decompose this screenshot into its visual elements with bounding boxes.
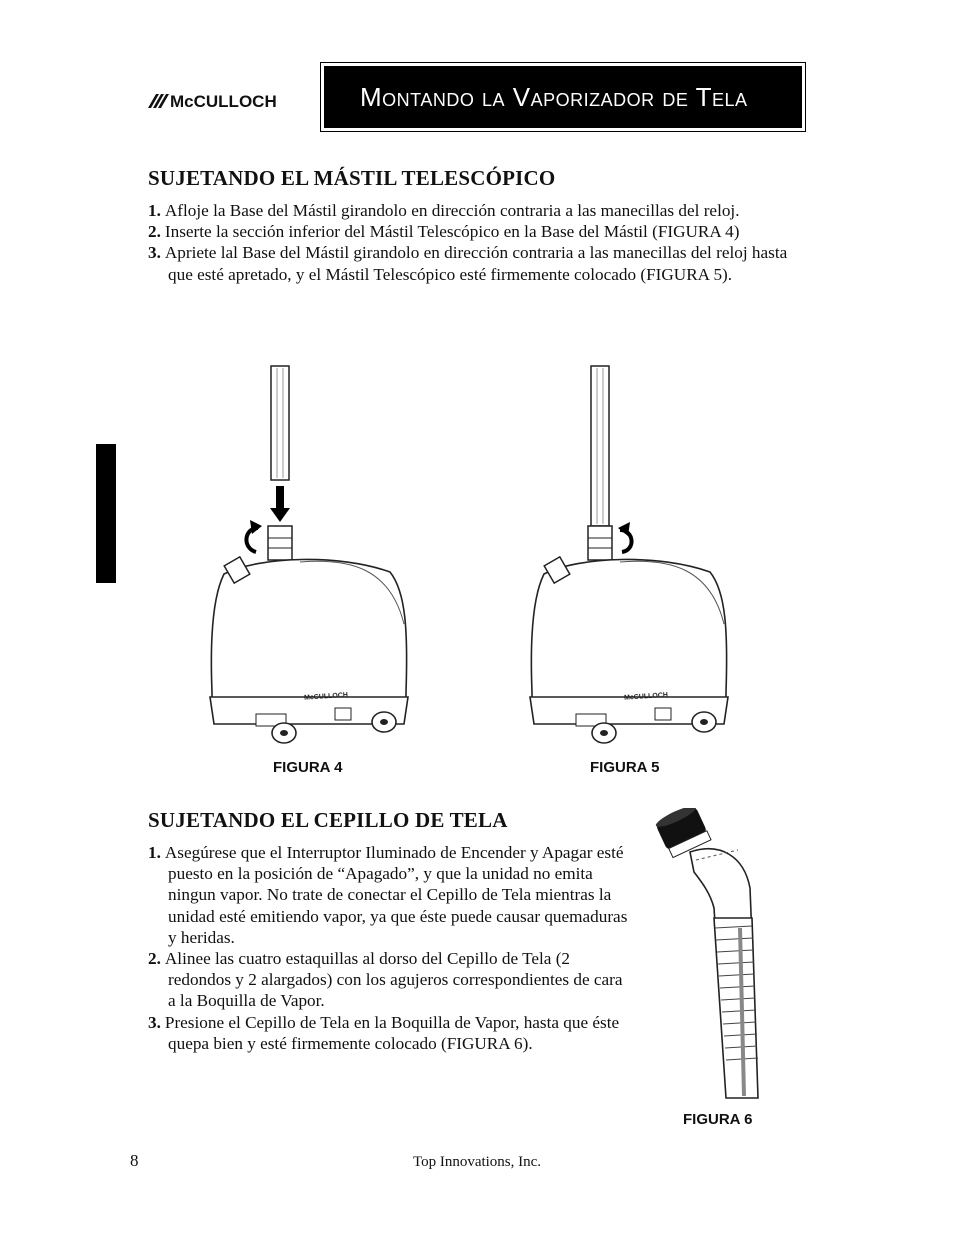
- list-item: 3.Apriete lal Base del Mástil girandolo …: [148, 243, 788, 284]
- page-title: Montando la Vaporizador de Tela: [324, 66, 802, 128]
- logo-mark-icon: McCULLOCH: [148, 92, 277, 111]
- section-heading-telescopic-mast: SUJETANDO EL MÁSTIL TELESCÓPICO: [148, 166, 556, 190]
- title-frame: Montando la Vaporizador de Tela: [320, 62, 806, 132]
- unit-brand-label: McCULLOCH: [624, 692, 668, 702]
- list-item: 1.Asegúrese que el Interruptor Iluminado…: [148, 843, 628, 947]
- list-item: 3.Presione el Cepillo de Tela en la Boqu…: [148, 1012, 620, 1053]
- figure-6-illustration: [640, 806, 770, 1100]
- figure-5-caption: FIGURA 5: [590, 759, 660, 776]
- figure-6-caption: FIGURA 6: [683, 1111, 753, 1128]
- mcculloch-logo: McCULLOCH: [148, 86, 310, 112]
- mast-steps-list: 1.Afloje la Base del Mástil girandolo en…: [148, 200, 793, 285]
- footer-company: Top Innovations, Inc.: [412, 1154, 542, 1170]
- page-number: 8: [130, 1151, 139, 1170]
- figure-4-illustration: McCULLOCH: [200, 362, 430, 752]
- list-item: 2.Alinee las cuatro estaquillas al dorso…: [148, 949, 623, 1011]
- figure-5-illustration: McCULLOCH: [520, 362, 750, 752]
- list-item: 2.Inserte la sección inferior del Mástil…: [148, 222, 740, 242]
- list-item: 1.Afloje la Base del Mástil girandolo en…: [148, 201, 740, 220]
- section-tab-marker: [96, 444, 116, 583]
- unit-brand-label: McCULLOCH: [304, 692, 348, 702]
- brush-steps-list: 1.Asegúrese que el Interruptor Iluminado…: [148, 842, 628, 1054]
- logo-text: McCULLOCH: [170, 92, 277, 111]
- section-heading-fabric-brush: SUJETANDO EL CEPILLO DE TELA: [148, 808, 508, 832]
- figure-4-caption: FIGURA 4: [273, 759, 343, 776]
